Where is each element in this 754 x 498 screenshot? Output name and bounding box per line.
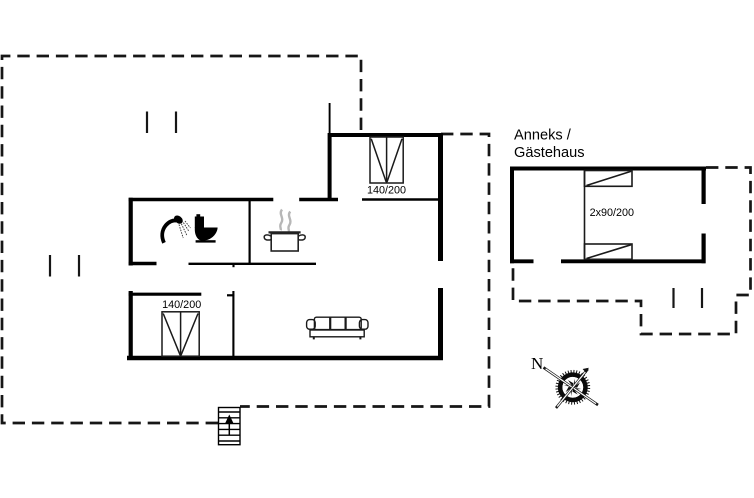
svg-text:2x90/200: 2x90/200 — [590, 207, 634, 219]
svg-text:Anneks /: Anneks / — [514, 128, 572, 144]
svg-text:140/200: 140/200 — [162, 299, 201, 311]
svg-text:140/200: 140/200 — [367, 184, 406, 196]
svg-text:Gästehaus: Gästehaus — [514, 145, 585, 161]
svg-text:N: N — [531, 354, 543, 373]
